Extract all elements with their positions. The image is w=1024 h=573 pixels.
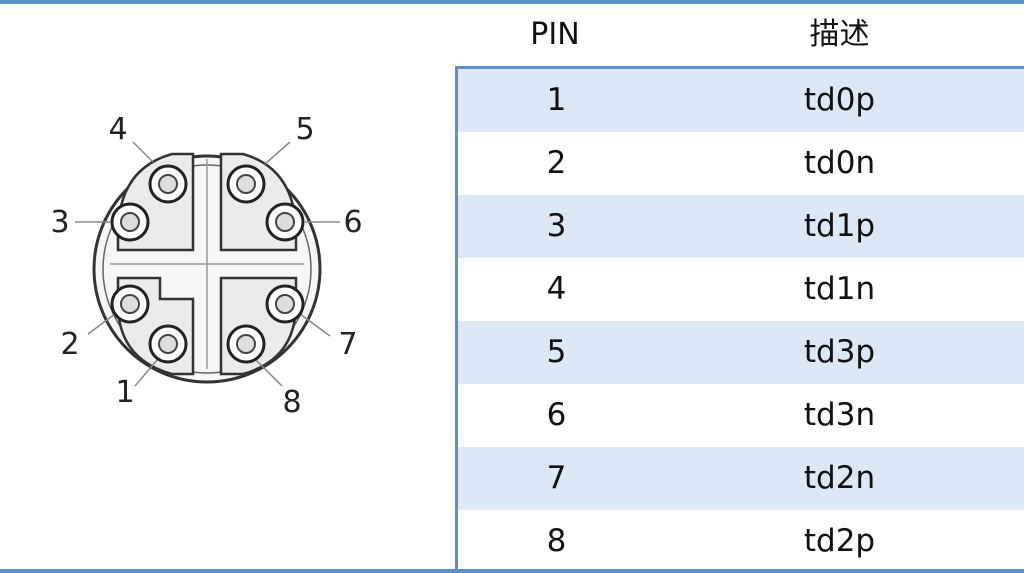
pin-label-3: 3 xyxy=(50,205,69,240)
table-row: 7 td2n xyxy=(458,447,1024,510)
cell-description: td0n xyxy=(803,145,876,181)
cell-pin: 6 xyxy=(546,397,567,433)
cell-pin: 2 xyxy=(546,145,567,181)
cell-description: td3p xyxy=(803,334,876,370)
cell-description: td2p xyxy=(803,523,876,559)
pin-label-8: 8 xyxy=(282,385,301,420)
leader-line-8 xyxy=(254,358,283,387)
pin-contact-1 xyxy=(148,324,188,364)
cell-pin: 3 xyxy=(546,208,567,244)
pin-contact-3 xyxy=(110,202,150,242)
leader-line-1 xyxy=(134,358,159,387)
pin-label-4: 4 xyxy=(108,112,127,147)
pin-contact-2 xyxy=(110,284,150,324)
pin-label-1: 1 xyxy=(115,375,134,410)
table-row: 8 td2p xyxy=(458,510,1024,573)
leader-line-5 xyxy=(264,141,291,165)
cell-pin: 1 xyxy=(546,82,567,118)
cell-description: td1p xyxy=(803,208,876,244)
leader-line-4 xyxy=(132,141,154,163)
table-row: 6 td3n xyxy=(458,384,1024,447)
connector-diagram: 1 2 3 4 5 6 7 8 xyxy=(0,4,455,569)
header-pin: PIN xyxy=(530,17,580,52)
table-row: 1 td0p xyxy=(458,69,1024,132)
pin-contact-4 xyxy=(148,164,188,204)
pin-label-7: 7 xyxy=(338,327,357,362)
table-row: 5 td3p xyxy=(458,321,1024,384)
table-left-border xyxy=(455,66,458,569)
bottom-border xyxy=(0,569,1024,573)
cell-description: td3n xyxy=(803,397,876,433)
table-row: 3 td1p xyxy=(458,195,1024,258)
pinout-table: PIN 描述 1 td0p 2 td0n 3 td1p 4 td1n 5 td3… xyxy=(455,4,1024,573)
pin-contact-5 xyxy=(226,164,266,204)
pin-contact-7 xyxy=(265,284,305,324)
leader-line-7 xyxy=(299,313,331,337)
pin-contact-6 xyxy=(265,202,305,242)
leader-line-2 xyxy=(87,313,116,335)
connector-svg: 1 2 3 4 5 6 7 8 xyxy=(50,112,362,420)
pin-label-5: 5 xyxy=(295,112,314,147)
table-row: 4 td1n xyxy=(458,258,1024,321)
pin-label-2: 2 xyxy=(60,327,79,362)
header-description: 描述 xyxy=(809,17,870,52)
pin-label-6: 6 xyxy=(343,205,362,240)
table-row: 2 td0n xyxy=(458,132,1024,195)
cell-description: td0p xyxy=(803,82,876,118)
leader-lines xyxy=(75,141,340,387)
table-body: 1 td0p 2 td0n 3 td1p 4 td1n 5 td3p 6 td3… xyxy=(458,69,1024,573)
cell-description: td1n xyxy=(803,271,876,307)
cell-pin: 5 xyxy=(546,334,567,370)
cell-pin: 7 xyxy=(546,460,567,496)
top-border xyxy=(0,0,1024,4)
header-divider xyxy=(455,66,1024,69)
cell-pin: 4 xyxy=(546,271,567,307)
pin-contact-8 xyxy=(226,324,266,364)
table-header: PIN 描述 xyxy=(455,4,1024,66)
cell-pin: 8 xyxy=(546,523,567,559)
cell-description: td2n xyxy=(803,460,876,496)
